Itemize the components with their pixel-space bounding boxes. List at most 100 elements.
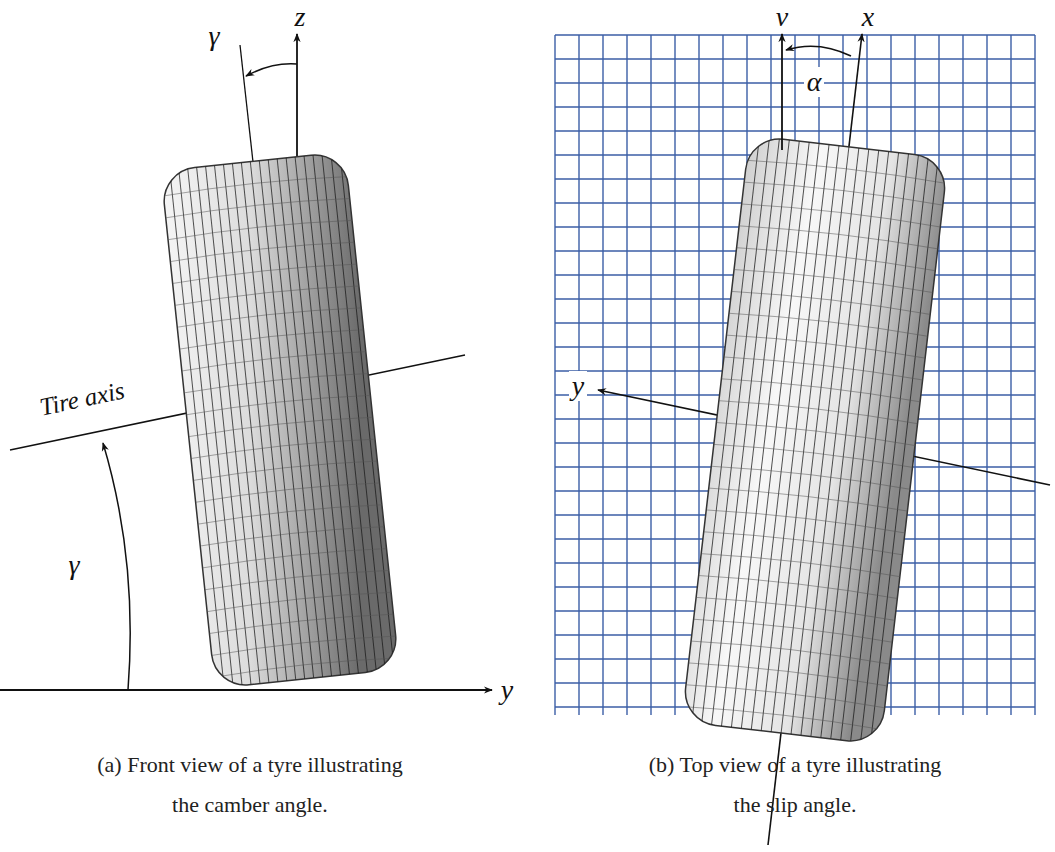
tread-line: [747, 157, 946, 183]
axis-label: z: [292, 2, 309, 32]
slip-arc: [786, 46, 851, 56]
tread-line: [719, 398, 918, 424]
grid-line: [555, 58, 1035, 59]
tread-line: [771, 146, 839, 732]
sub-caption: (a) Front view of a tyre illustrating th…: [92, 744, 408, 826]
tread-line: [781, 147, 849, 733]
grid-line: [962, 35, 963, 715]
tread-line: [223, 165, 277, 682]
grid-line: [1034, 35, 1035, 715]
tread-line: [232, 164, 286, 681]
tread-line: [195, 480, 379, 502]
grid-line: [650, 35, 651, 715]
tread-line: [696, 594, 895, 620]
tread-line: [207, 589, 391, 611]
tread-line: [188, 168, 242, 685]
tread-line: [175, 283, 359, 305]
angle-symbol: α: [804, 67, 825, 97]
grid-line: [626, 35, 627, 715]
tyre-plane-line: [240, 45, 253, 162]
velocity-axis: [781, 34, 783, 150]
tread-line: [734, 267, 933, 293]
tread-line: [721, 140, 789, 726]
tread-line: [714, 441, 913, 467]
tread-line: [689, 660, 888, 686]
tread-line: [851, 155, 919, 741]
tread-line: [184, 371, 368, 393]
tread-line: [686, 682, 885, 708]
axis-label: y: [498, 675, 516, 705]
tread-line: [186, 392, 370, 414]
tread-line: [702, 138, 770, 724]
tread-line: [706, 507, 905, 533]
tread-line: [724, 354, 923, 380]
tread-line: [744, 179, 943, 205]
tread-line: [179, 327, 363, 349]
tread-line: [861, 156, 929, 742]
tread-line: [732, 288, 931, 314]
tread-line: [340, 152, 394, 669]
tread-line: [191, 436, 375, 458]
tread-line: [870, 157, 938, 743]
tread-line: [742, 201, 941, 227]
y-axis: [0, 689, 492, 691]
tread-line: [170, 239, 354, 261]
camber-arc: [103, 443, 130, 690]
grid-line: [554, 35, 555, 715]
tread-line: [739, 223, 938, 249]
tread-line: [791, 148, 859, 734]
tread-line: [709, 485, 908, 511]
tread-line: [197, 167, 251, 684]
tread-line: [177, 305, 361, 327]
tread-line: [163, 174, 347, 196]
tyre-front: [161, 152, 399, 688]
sub-caption: (b) Top view of a tyre illustrating the …: [637, 744, 953, 826]
tread-line: [694, 616, 893, 642]
axis-label: v: [773, 2, 791, 32]
tread-line: [701, 551, 900, 577]
grid-line: [555, 82, 1035, 83]
tread-line: [313, 155, 367, 672]
tread-line: [209, 611, 393, 633]
slip-panel: [555, 34, 1050, 845]
grid-line: [938, 35, 939, 715]
tread-line: [721, 376, 920, 402]
tread-line: [205, 567, 389, 589]
tyre-top: [682, 135, 948, 744]
tread-line: [699, 573, 898, 599]
tread-line: [168, 217, 352, 239]
tread-line: [729, 310, 928, 336]
tread-line: [206, 166, 260, 683]
tread-line: [716, 420, 915, 446]
tread-line: [211, 633, 395, 655]
tread-line: [691, 638, 890, 664]
camber-arc: [246, 64, 297, 76]
axis-label: y: [569, 371, 587, 401]
tread-line: [214, 655, 398, 677]
tread-line: [200, 524, 384, 546]
tread-line: [172, 261, 356, 283]
axis-label: Tire axis: [34, 375, 129, 421]
angle-symbol: γ: [65, 550, 82, 580]
axis-label: x: [859, 2, 877, 32]
tread-line: [198, 502, 382, 524]
tread-line: [683, 704, 882, 730]
tread-line: [704, 529, 903, 555]
grid-line: [555, 34, 1035, 35]
grid-line: [1010, 35, 1011, 715]
tread-line: [215, 165, 269, 682]
tread-line: [712, 139, 780, 725]
tread-line: [182, 349, 366, 371]
grid-line: [986, 35, 987, 715]
grid-line: [555, 106, 1035, 107]
grid-line: [602, 35, 603, 715]
tread-line: [737, 245, 936, 271]
tread-line: [202, 546, 386, 568]
tread-line: [711, 463, 910, 489]
grid-line: [555, 130, 1035, 131]
z-axis: [296, 34, 298, 158]
tread-line: [726, 332, 925, 358]
tread-line: [188, 414, 372, 436]
